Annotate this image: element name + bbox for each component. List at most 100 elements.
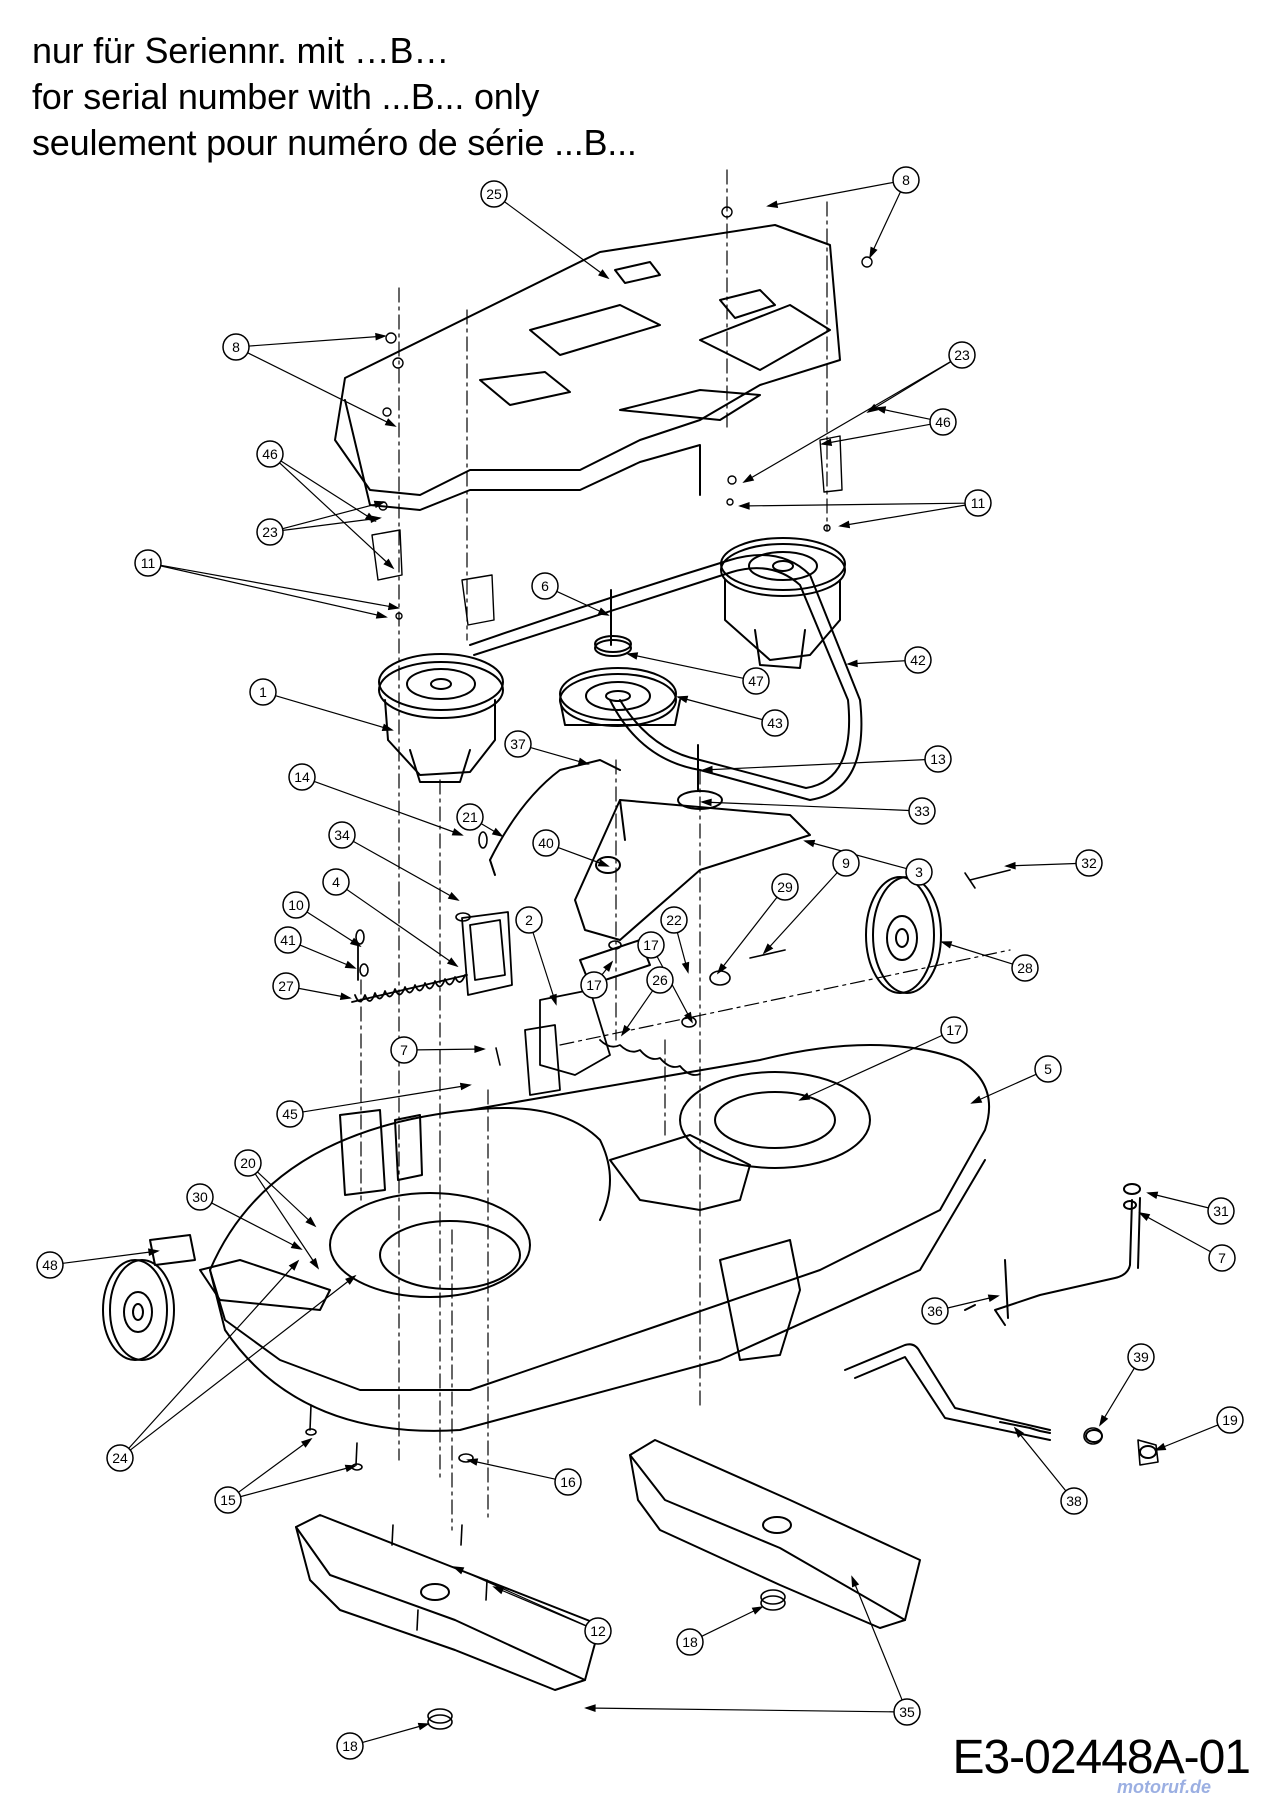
leader-arrowhead — [446, 957, 459, 968]
callout-bubble — [336, 1732, 364, 1760]
callout-bubble — [274, 926, 302, 954]
leader-line — [530, 746, 589, 765]
leader-arrowhead — [474, 1045, 486, 1053]
callout-number: 14 — [294, 769, 310, 785]
callout-23: 23 — [742, 341, 976, 483]
callout-14: 14 — [288, 763, 464, 836]
callout-bubble — [480, 180, 508, 208]
callout-number: 36 — [927, 1303, 943, 1319]
callout-number: 4 — [332, 874, 340, 890]
leader-line — [1014, 1427, 1067, 1492]
callout-2: 2 — [515, 906, 557, 1006]
callout-7: 7 — [390, 1036, 486, 1064]
callout-number: 1 — [259, 684, 267, 700]
callout-bubble — [660, 906, 688, 934]
leader-line — [1005, 862, 1077, 867]
leader-line — [799, 1034, 943, 1101]
leader-arrowhead — [345, 1274, 357, 1285]
lift-rods — [844, 1183, 1157, 1459]
callout-25: 25 — [480, 180, 610, 280]
leader-line — [743, 361, 952, 483]
header-line-french: seulement pour numéro de série ...B... — [32, 122, 637, 163]
callout-42: 42 — [846, 646, 932, 674]
leader-arrowhead — [684, 1011, 693, 1024]
callout-12: 12 — [452, 1566, 612, 1645]
leader-arrowhead — [798, 1092, 811, 1101]
callout-bubble — [646, 966, 674, 994]
leader-arrowhead — [620, 1024, 631, 1037]
callout-bubble — [742, 667, 770, 695]
callout-bubble — [328, 821, 356, 849]
callout-number: 26 — [652, 972, 668, 988]
callout-8: 8 — [766, 166, 920, 259]
callout-bubble — [288, 763, 316, 791]
callout-number: 41 — [280, 932, 296, 948]
callout-number: 8 — [232, 339, 240, 355]
leader-line — [248, 335, 386, 347]
callout-number: 42 — [910, 652, 926, 668]
leader-arrowhead — [492, 1586, 505, 1595]
callout-48: 48 — [36, 1248, 160, 1279]
leader-arrowhead — [147, 1248, 160, 1257]
callout-bubble — [515, 906, 543, 934]
leader-arrowhead — [375, 332, 387, 341]
leader-line — [282, 517, 381, 531]
callout-number: 32 — [1081, 855, 1097, 871]
callout-bubble — [893, 1698, 921, 1726]
leader-arrowhead — [681, 961, 690, 974]
leader-line — [279, 462, 394, 569]
leader-arrowhead — [701, 765, 713, 774]
callout-7: 7 — [1138, 1212, 1236, 1272]
leader-line — [240, 1465, 356, 1498]
callout-number: 21 — [462, 809, 478, 825]
callout-40: 40 — [532, 829, 610, 867]
leader-line — [302, 1084, 471, 1113]
callout-number: 17 — [946, 1022, 962, 1038]
callout-number: 38 — [1066, 1493, 1082, 1509]
leader-line — [280, 460, 376, 522]
leader-arrowhead — [1138, 1212, 1151, 1221]
callout-17: 17 — [580, 960, 614, 999]
callout-number: 10 — [288, 897, 304, 913]
callout-bubble — [272, 972, 300, 1000]
leader-arrowhead — [309, 1257, 320, 1270]
callout-31: 31 — [1146, 1191, 1235, 1225]
callout-47: 47 — [626, 652, 770, 695]
leader-arrowhead — [1013, 1426, 1025, 1438]
rod-hardware — [1083, 1427, 1159, 1466]
callout-number: 18 — [342, 1738, 358, 1754]
leader-arrowhead — [384, 418, 397, 427]
leader-arrowhead — [970, 1095, 983, 1104]
leader-arrowhead — [375, 611, 388, 619]
header-line-german: nur für Seriennr. mit …B… — [32, 30, 450, 71]
leader-arrowhead — [676, 695, 689, 704]
callout-9: 9 — [762, 849, 860, 955]
leader-arrowhead — [626, 652, 639, 660]
callout-number: 39 — [1133, 1349, 1149, 1365]
callout-bubble — [908, 797, 936, 825]
leader-arrowhead — [381, 723, 394, 731]
callout-number: 45 — [282, 1106, 298, 1122]
callout-number: 48 — [42, 1257, 58, 1273]
callout-number: 46 — [935, 414, 951, 430]
callout-bubble — [892, 166, 920, 194]
leader-arrowhead — [603, 960, 614, 972]
leader-line — [585, 1707, 895, 1713]
leader-arrowhead — [940, 941, 953, 949]
leader-arrowhead — [846, 659, 858, 668]
leader-arrowhead — [451, 828, 464, 836]
callout-34: 34 — [328, 821, 460, 901]
callout-bubble — [964, 489, 992, 517]
gauge-wheels — [102, 876, 942, 1361]
callout-number: 17 — [643, 937, 659, 953]
leader-line — [941, 941, 1013, 965]
leader-arrowhead — [1004, 861, 1016, 870]
callout-18: 18 — [676, 1606, 764, 1656]
leader-line — [257, 1171, 316, 1227]
leader-arrowhead — [766, 200, 779, 208]
callout-bubble — [948, 341, 976, 369]
callout-bubble — [904, 646, 932, 674]
leader-arrowhead — [1154, 1442, 1167, 1451]
callout-number: 17 — [586, 977, 602, 993]
callout-5: 5 — [970, 1055, 1062, 1104]
